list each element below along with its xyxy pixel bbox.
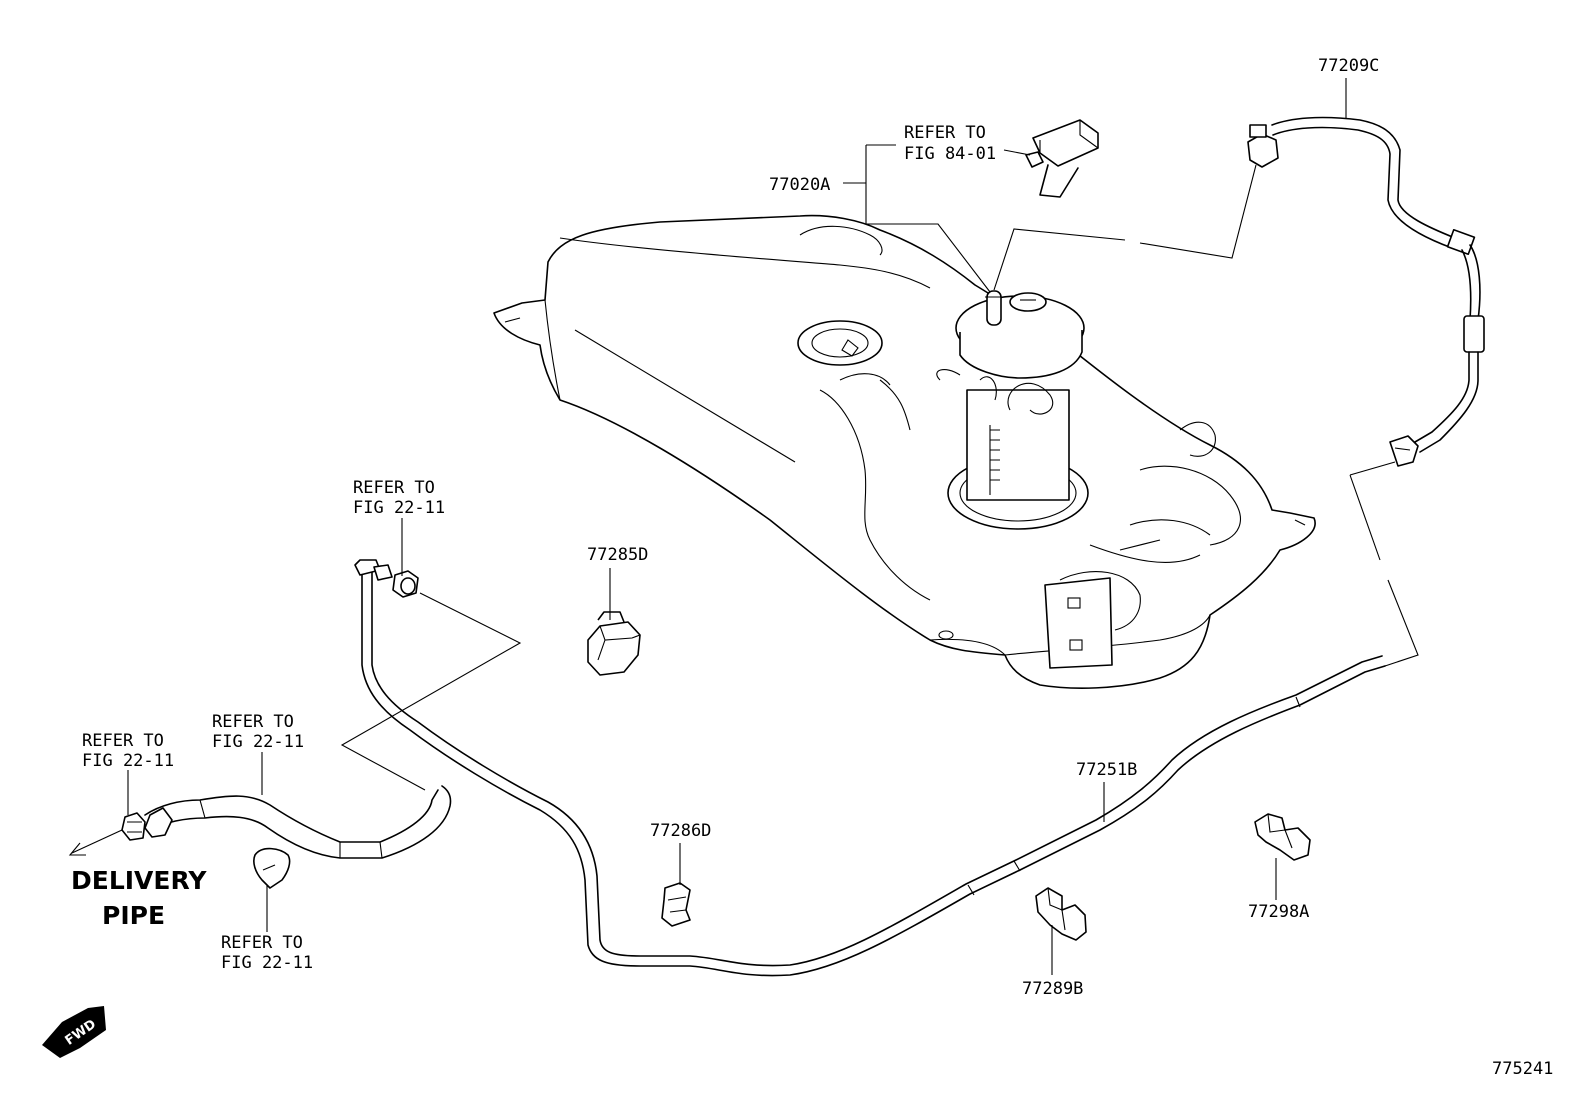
part-number-77209C: 77209C (1318, 56, 1379, 76)
ref-fig-22-11-mid-line1: REFER TO (212, 712, 294, 732)
diagram-id: 775241 (1492, 1059, 1553, 1079)
clamp-77298A (1254, 813, 1311, 861)
forward-direction-indicator: FWD (42, 1006, 106, 1058)
leader-lines (68, 78, 1419, 975)
ref-fig-22-11-left-line1: REFER TO (82, 731, 164, 751)
part-number-77286D: 77286D (650, 821, 711, 841)
part-number-77020A: 77020A (769, 175, 830, 195)
delivery-pipe-label-line1: DELIVERY (71, 866, 207, 895)
fuel-pump-assembly (936, 290, 1089, 530)
part-number-77251B: 77251B (1076, 760, 1137, 780)
vapor-hose-77209C (1247, 116, 1485, 467)
part-number-77289B: 77289B (1022, 979, 1083, 999)
part-number-77285D: 77285D (587, 545, 648, 565)
labels: 77209C 77020A 77285D 77251B 77286D 77298… (71, 56, 1553, 1079)
fuel-tube-77251B (354, 559, 1386, 977)
clamp-77285D (587, 611, 641, 676)
ref-fig-84-01-line1: REFER TO (904, 123, 986, 143)
ref-fig-22-11-bottom-line1: REFER TO (221, 933, 303, 953)
ref-fig-22-11-bottom-line2: FIG 22-11 (221, 953, 313, 973)
part-number-77298A: 77298A (1248, 902, 1309, 922)
ref-fig-22-11-top-line1: REFER TO (353, 478, 435, 498)
ref-fig-22-11-top-line2: FIG 22-11 (353, 498, 445, 518)
ref-fig-22-11-left-line2: FIG 22-11 (82, 751, 174, 771)
ref-fig-22-11-mid-line2: FIG 22-11 (212, 732, 304, 752)
fuel-tank (493, 214, 1316, 689)
ref-fig-84-01-line2: FIG 84-01 (904, 144, 996, 164)
delivery-pipe-label-line2: PIPE (102, 901, 165, 930)
clamp-77289B (1035, 887, 1087, 941)
fuel-hose-assembly (121, 785, 452, 889)
sender-harness-connector (1025, 119, 1099, 198)
clamp-77286D (661, 882, 691, 927)
